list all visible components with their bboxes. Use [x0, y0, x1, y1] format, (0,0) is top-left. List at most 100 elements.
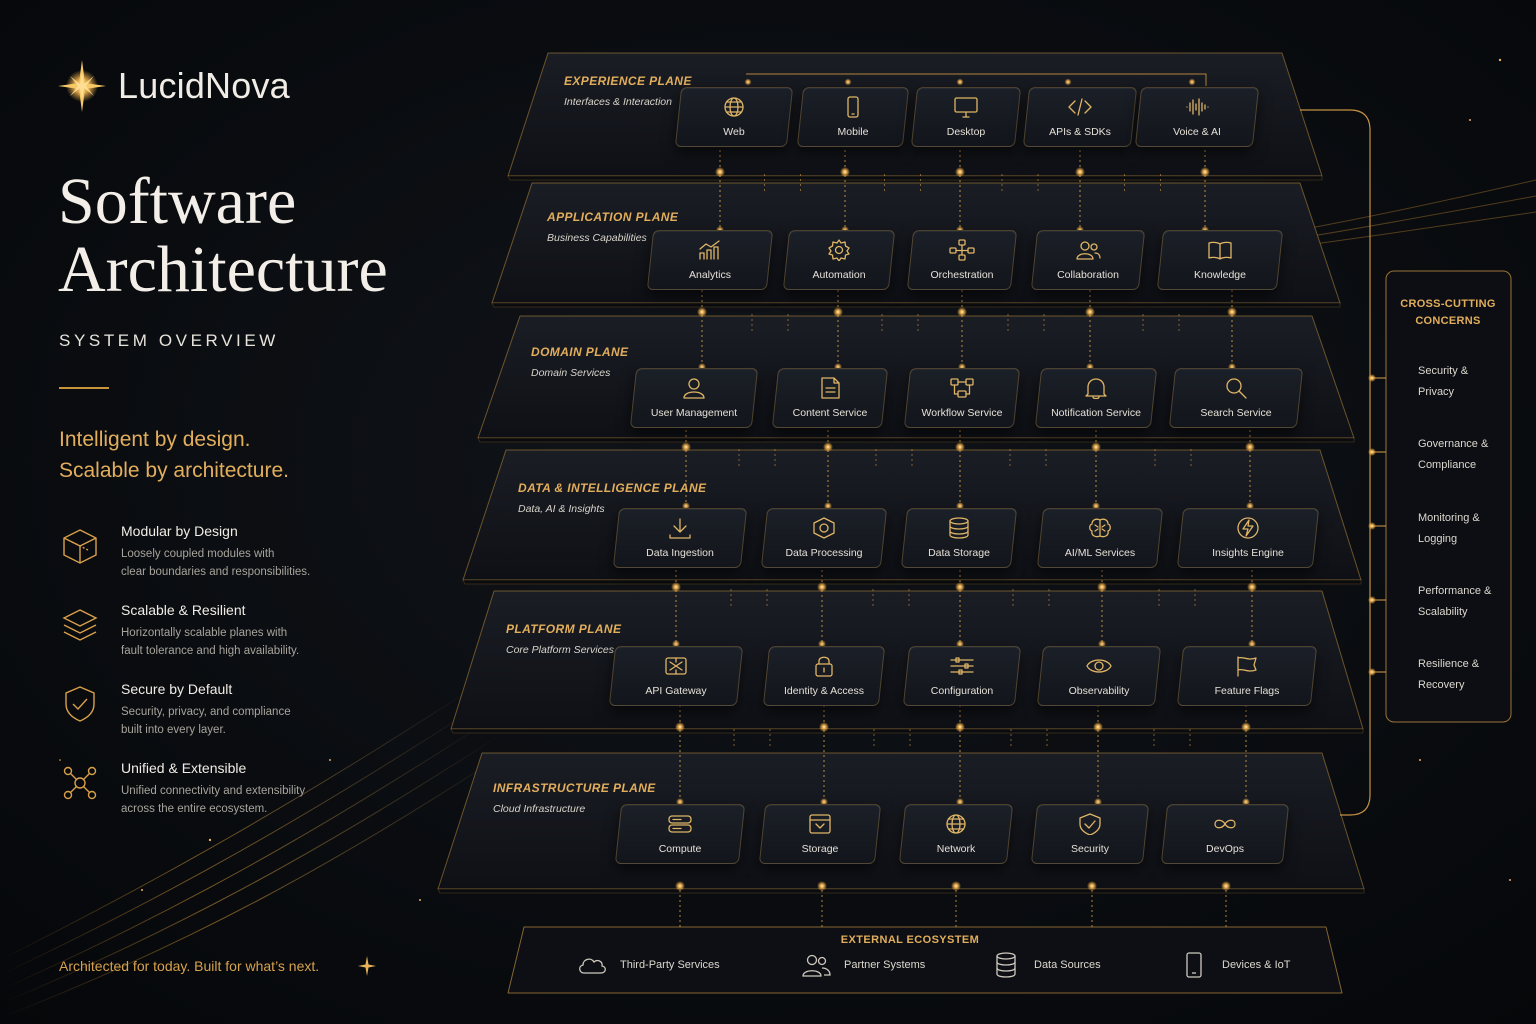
waveform-icon — [1186, 98, 1209, 116]
service-card-data-storage[interactable]: Data Storage — [900, 508, 1018, 568]
feature-desc-line: clear boundaries and responsibilities. — [121, 566, 311, 578]
service-card-orchestration[interactable]: Orchestration — [906, 230, 1018, 290]
tagline-line-2: Scalable by architecture. — [59, 459, 289, 482]
external-label: Partner Systems — [844, 959, 926, 971]
service-card-web[interactable]: Web — [674, 87, 794, 147]
service-card-collaboration[interactable]: Collaboration — [1030, 230, 1146, 290]
plane-subtitle: Business Capabilities — [547, 232, 647, 244]
service-card-user-management[interactable]: User Management — [629, 368, 759, 428]
plane-subtitle: Interfaces & Interaction — [564, 96, 672, 108]
plane-title: DATA & INTELLIGENCE PLANE — [518, 481, 707, 495]
service-card-configuration[interactable]: Configuration — [902, 646, 1022, 706]
service-card-storage[interactable]: Storage — [758, 804, 882, 864]
cross-item-monitoring: Monitoring & Logging — [1418, 508, 1508, 550]
cross-item-line: Security & — [1418, 365, 1469, 377]
globe-icon — [724, 97, 744, 117]
service-card-search-service[interactable]: Search Service — [1168, 368, 1304, 428]
service-card-workflow-service[interactable]: Workflow Service — [903, 368, 1021, 428]
card-content: Data Storage — [905, 509, 1013, 567]
service-card-compute[interactable]: Compute — [614, 804, 746, 864]
plane-label-infrastructure: INFRASTRUCTURE PLANE Cloud Infrastructur… — [493, 781, 656, 815]
card-label: Data Ingestion — [646, 547, 714, 559]
service-card-network[interactable]: Network — [898, 804, 1014, 864]
storage-box-icon — [809, 814, 831, 834]
service-card-feature-flags[interactable]: Feature Flags — [1176, 646, 1318, 706]
card-content: User Management — [634, 369, 754, 427]
card-label: Content Service — [792, 407, 868, 419]
service-card-automation[interactable]: Automation — [782, 230, 896, 290]
plane-title: DOMAIN PLANE — [531, 345, 629, 359]
cross-item-line: Logging — [1418, 533, 1458, 545]
card-label: Automation — [812, 269, 866, 281]
footer-note: Architected for today. Built for what’s … — [59, 958, 320, 974]
service-card-devops[interactable]: DevOps — [1160, 804, 1290, 864]
external-item: Devices & IoT — [1178, 950, 1290, 980]
card-content: Desktop — [915, 88, 1017, 146]
search-icon — [1226, 378, 1247, 399]
card-label: User Management — [650, 407, 738, 419]
card-content: Notification Service — [1039, 369, 1153, 427]
globe-icon — [946, 814, 966, 834]
service-card-desktop[interactable]: Desktop — [910, 87, 1022, 147]
cross-item-performance: Performance & Scalability — [1418, 581, 1508, 623]
bell-icon — [1085, 378, 1107, 399]
cross-item-line: Privacy — [1418, 386, 1455, 398]
card-content: Orchestration — [911, 231, 1013, 289]
card-content: Voice & AI — [1139, 88, 1255, 146]
service-card-knowledge[interactable]: Knowledge — [1156, 230, 1284, 290]
feature-desc-line: fault tolerance and high availability. — [121, 645, 300, 657]
service-card-security[interactable]: Security — [1030, 804, 1150, 864]
cross-item-line: Governance & — [1418, 438, 1489, 450]
service-card-api-gateway[interactable]: API Gateway — [608, 646, 744, 706]
feature-description: Horizontally scalable planes with fault … — [121, 624, 341, 660]
card-content: Knowledge — [1161, 231, 1279, 289]
service-card-content-service[interactable]: Content Service — [771, 368, 889, 428]
card-content: Analytics — [651, 231, 769, 289]
card-content: Compute — [619, 805, 741, 863]
card-label: Insights Engine — [1212, 547, 1284, 559]
service-card-notification-service[interactable]: Notification Service — [1034, 368, 1158, 428]
card-label: Data Storage — [928, 547, 990, 559]
card-label: API Gateway — [645, 685, 707, 697]
feature-item: Modular by Design Loosely coupled module… — [60, 520, 360, 599]
plane-label-data: DATA & INTELLIGENCE PLANE Data, AI & Ins… — [518, 481, 706, 515]
sparkle-icon — [358, 956, 376, 976]
card-label: Knowledge — [1194, 269, 1246, 281]
service-card-apis-sdks[interactable]: APIs & SDKs — [1022, 87, 1138, 147]
card-label: Network — [936, 843, 976, 855]
plane-subtitle: Core Platform Services — [506, 644, 614, 656]
cube-icon — [63, 529, 97, 564]
cross-title-line: CROSS-CUTTING — [1400, 298, 1496, 310]
service-card-voice-ai[interactable]: Voice & AI — [1134, 87, 1260, 147]
feature-desc-line: Horizontally scalable planes with — [121, 627, 288, 639]
service-card-data-processing[interactable]: Data Processing — [760, 508, 888, 568]
feature-desc-line: Loosely coupled modules with — [121, 548, 275, 560]
card-content: DevOps — [1165, 805, 1285, 863]
plane-subtitle: Domain Services — [531, 367, 611, 379]
cross-item-line: Resilience & — [1418, 658, 1480, 670]
flag-icon — [1237, 656, 1257, 677]
card-label: Security — [1071, 843, 1109, 855]
card-content: Insights Engine — [1181, 509, 1315, 567]
service-card-analytics[interactable]: Analytics — [646, 230, 774, 290]
gear-icon — [828, 239, 850, 261]
layers-icon — [62, 609, 98, 641]
service-card-data-ingestion[interactable]: Data Ingestion — [612, 508, 748, 568]
service-card-mobile[interactable]: Mobile — [796, 87, 910, 147]
service-card-insights-engine[interactable]: Insights Engine — [1176, 508, 1320, 568]
shield-check-icon — [65, 686, 95, 722]
external-label: Data Sources — [1034, 959, 1101, 971]
service-card-observability[interactable]: Observability — [1036, 646, 1162, 706]
external-title: EXTERNAL ECOSYSTEM — [840, 934, 980, 946]
people-icon — [802, 954, 831, 977]
service-card-identity-access[interactable]: Identity & Access — [762, 646, 886, 706]
external-label: Third-Party Services — [620, 959, 720, 971]
server-icon — [668, 815, 692, 833]
orchestration-icon — [949, 239, 975, 261]
service-card-ai-ml-services[interactable]: AI/ML Services — [1036, 508, 1164, 568]
card-content: Collaboration — [1035, 231, 1141, 289]
card-content: Configuration — [907, 647, 1017, 705]
sliders-icon — [950, 657, 974, 675]
tagline-line-1: Intelligent by design. — [59, 428, 251, 451]
card-content: Observability — [1041, 647, 1157, 705]
